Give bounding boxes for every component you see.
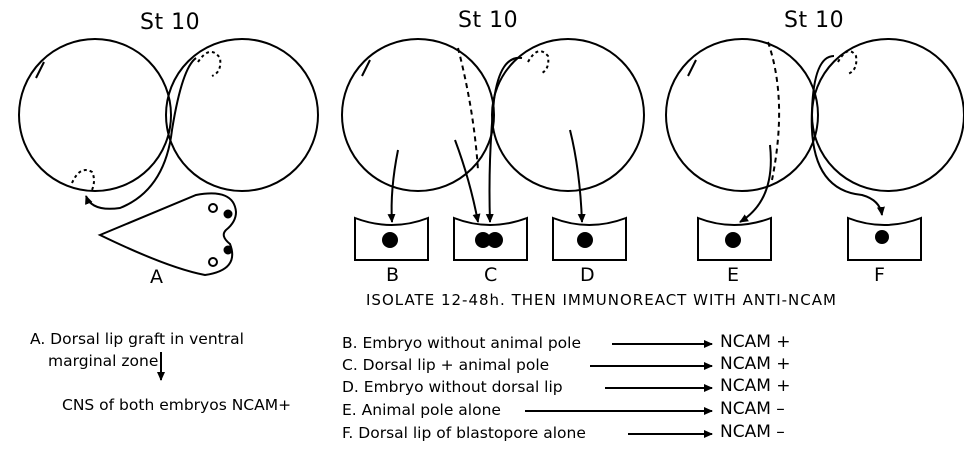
label-a: A: [150, 266, 164, 288]
eye-a-bottom: [208, 257, 218, 267]
explant-f: [875, 230, 889, 244]
arrow-to-c-left: [454, 139, 481, 223]
animal-pole-mark-ef: [687, 59, 697, 77]
experiment-f-result: NCAM –: [720, 422, 785, 442]
label-f: F: [874, 264, 886, 286]
stage-label-bcd: St 10: [458, 8, 519, 33]
dorsal-lip-bcd-right: [527, 50, 550, 75]
cut-line-bcd-left: [457, 47, 479, 171]
dish-c: [453, 216, 528, 261]
dorsal-lip-a-left: [71, 169, 95, 191]
dish-d: [552, 216, 627, 261]
dorsal-lip-a-right: [197, 51, 222, 77]
experiment-f-text: F. Dorsal lip of blastopore alone: [342, 424, 586, 442]
embryo-a-left: [18, 38, 172, 192]
dish-b: [354, 216, 429, 261]
embryo-a-right: [165, 38, 319, 192]
dorsal-lip-ef-right: [837, 50, 858, 75]
caption: ISOLATE 12-48h. THEN IMMUNOREACT WITH AN…: [366, 291, 837, 309]
embryo-ef-left: [665, 38, 819, 192]
legend-a-line2: marginal zone: [48, 352, 159, 370]
dot-a-bottom: [223, 245, 233, 255]
dish-f: [847, 216, 922, 261]
explant-d: [577, 232, 593, 248]
arrow-to-d: [569, 129, 586, 223]
experiment-b-text: B. Embryo without animal pole: [342, 334, 581, 352]
label-b: B: [386, 264, 400, 286]
animal-pole-mark-bcd: [361, 59, 371, 77]
arrow-to-e: [739, 144, 772, 223]
explant-b: [382, 232, 398, 248]
experiment-e-result: NCAM –: [720, 399, 785, 419]
animal-pole-mark: [35, 61, 45, 79]
experiment-b-result: NCAM +: [720, 332, 791, 352]
embryo-bcd-left: [341, 38, 495, 192]
explant-c-2: [487, 232, 503, 248]
embryo-ef-right: [811, 38, 964, 192]
stage-label-a: St 10: [140, 10, 201, 35]
arrow-to-c-right: [485, 56, 523, 223]
experiment-d-result: NCAM +: [720, 376, 791, 396]
embryo-bcd-right: [491, 38, 645, 192]
experiment-e-text: E. Animal pole alone: [342, 401, 501, 419]
dish-e: [697, 216, 772, 261]
eye-a-top: [208, 203, 218, 213]
legend-a-result: CNS of both embryos NCAM+: [62, 396, 292, 414]
cut-line-ef: [767, 41, 781, 181]
label-d: D: [580, 264, 596, 286]
experiment-c-result: NCAM +: [720, 354, 791, 374]
dot-a-top: [223, 209, 233, 219]
label-e: E: [727, 264, 740, 286]
explant-e: [725, 232, 741, 248]
arrow-to-f: [810, 55, 885, 216]
arrow-to-b: [387, 149, 399, 223]
graft-path-a: [85, 57, 197, 210]
experiment-c-text: C. Dorsal lip + animal pole: [342, 356, 550, 374]
stage-label-ef: St 10: [784, 8, 845, 33]
explant-c-1: [475, 232, 491, 248]
label-c: C: [484, 264, 498, 286]
experiment-d-text: D. Embryo without dorsal lip: [342, 378, 563, 396]
tadpole-a: [97, 192, 238, 277]
legend-a-line1: A. Dorsal lip graft in ventral: [30, 330, 244, 348]
